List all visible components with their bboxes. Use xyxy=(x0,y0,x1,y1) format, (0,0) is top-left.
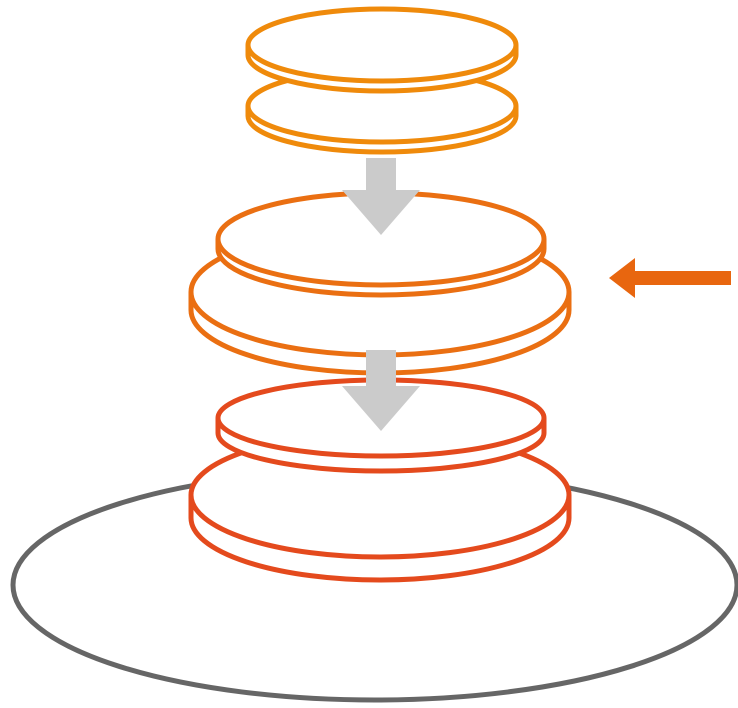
indicator-arrow xyxy=(609,258,731,298)
top-upper-disc-top xyxy=(248,9,516,81)
left-arrow-icon xyxy=(609,258,731,298)
top-stack xyxy=(248,9,516,152)
